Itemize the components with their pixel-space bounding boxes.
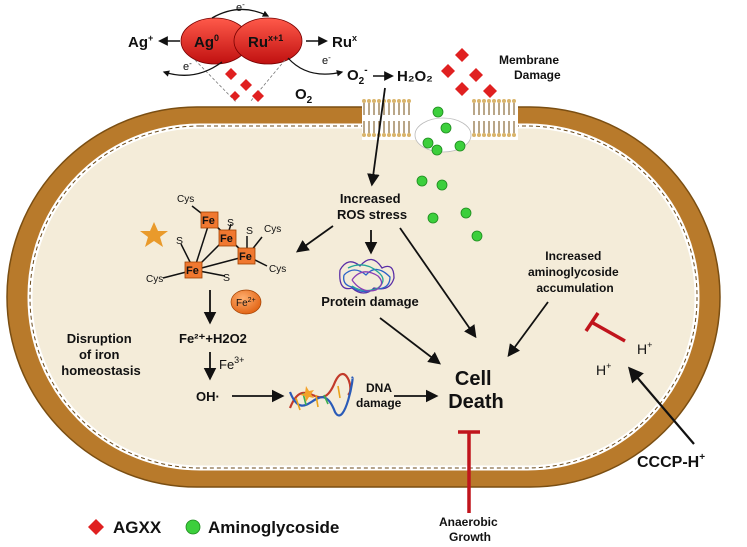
agxx-particle-icon — [230, 91, 240, 101]
arrow-h2o2-to-ros — [367, 87, 386, 187]
agxx-particle-icon — [455, 48, 469, 62]
fe-atom-icon — [237, 247, 256, 265]
s-label: S — [227, 217, 234, 229]
legend-agxx-label: AGXX — [113, 518, 162, 537]
cccp-label: CCCP-H+ — [637, 452, 705, 471]
agxx-particle-icon — [455, 82, 469, 96]
svg-text:Cys Cys Cys: Cys Cys Cys Cys — [146, 194, 289, 285]
fe-label: Fe — [220, 233, 233, 245]
arrow-cccp-to-cell — [628, 366, 695, 445]
o2-label: O2 — [295, 86, 313, 106]
aminoglycoside-icon — [427, 212, 439, 224]
cys-label: Cys — [264, 224, 281, 235]
fe2-badge — [230, 289, 262, 315]
agxx-particle-icon — [441, 64, 455, 78]
aminoglycoside-dots — [416, 106, 483, 242]
fe-label: Fe — [202, 215, 215, 227]
s-label: S — [223, 272, 230, 284]
aminoglycoside-legend-icon — [185, 519, 201, 535]
aminoglycoside-icon — [432, 106, 444, 118]
membrane-damage-label: Membrane Damage — [499, 53, 562, 82]
fe-atom-icon — [218, 229, 237, 247]
fe-label: Fe — [186, 265, 199, 277]
oh-radical-label: OH· — [196, 389, 220, 404]
agxx-particle-icon — [225, 68, 237, 80]
aminoglycoside-accumulation-label: Increased aminoglycoside accumulation — [528, 249, 622, 295]
aminoglycoside-icon — [471, 230, 483, 242]
ru-ox-label: Rux+1 — [248, 33, 283, 51]
proton-label-1: H+ — [637, 340, 652, 357]
aminoglycoside-icon — [436, 179, 448, 191]
aminoglycoside-icon — [416, 175, 428, 187]
pmf-inhibition-icon — [584, 312, 626, 343]
electron-left-label: e- — [183, 59, 192, 73]
fe-label: Fe — [239, 251, 252, 263]
aminoglycoside-icon — [460, 207, 472, 219]
ag-ion-label: Ag+ — [128, 33, 153, 51]
electron-arc-left — [162, 61, 223, 77]
electron-arc-right — [287, 57, 344, 77]
svg-text:Fe Fe Fe Fe: Fe Fe Fe Fe — [186, 215, 255, 277]
ros-stress-label: Increased ROS stress — [337, 191, 407, 222]
s-label: S — [176, 235, 183, 247]
agxx-particle-icon — [252, 90, 264, 102]
ru-particle — [233, 17, 303, 65]
legend-aminoglycoside-label: Aminoglycoside — [208, 518, 339, 537]
membrane-damage-agxx: Membrane Damage — [441, 48, 562, 98]
agxx-particle-icon — [469, 68, 483, 82]
ru-red-label: Rux — [332, 33, 357, 51]
cys-label: Cys — [177, 194, 194, 205]
ag0-label: Ag0 — [194, 33, 219, 51]
aminoglycoside-icon — [431, 144, 443, 156]
arrow-accum-to-death — [507, 301, 549, 358]
aminoglycoside-icon — [422, 137, 434, 149]
star-icon — [140, 222, 168, 247]
cell-death-label: Cell Death — [448, 368, 504, 413]
cys-label: Cys — [269, 264, 286, 275]
cys-label: Cys — [146, 274, 163, 285]
electron-top-label: e- — [236, 0, 245, 14]
dna-damage-label: DNA damage — [356, 381, 402, 410]
arrow-ros-to-cluster — [295, 225, 334, 253]
dna-helix-icon — [288, 373, 354, 417]
aminoglycoside-icon — [454, 140, 466, 152]
fe-atom-icon — [184, 261, 203, 279]
fe-s-cluster: Fe Fe Fe Fe S S S S Cys Cys Cys Cys Fe2+ — [140, 194, 289, 315]
aminoglycoside-icon — [440, 122, 452, 134]
agxx-legend-icon — [88, 519, 104, 535]
superoxide-label: O2- — [347, 65, 368, 87]
protein-tangle-icon — [339, 258, 395, 294]
fe3-label: Fe3+ — [219, 355, 244, 372]
electron-right-label: e- — [322, 53, 331, 67]
arrow-ros-to-death — [399, 227, 477, 339]
anaerobic-inhibition-icon — [458, 430, 480, 513]
fe-atom-icon — [200, 211, 219, 229]
svg-text:S S S S: S S S S — [176, 217, 256, 284]
arrow-protein-to-death — [379, 317, 442, 365]
h2o2-label: H₂O₂ — [397, 68, 433, 85]
proton-label-2: H+ — [596, 361, 611, 378]
dna-break-icon — [300, 386, 314, 402]
bacterial-cell — [6, 106, 721, 488]
fe2-badge-label: Fe2+ — [236, 297, 256, 309]
agxx-particle-icon — [240, 79, 252, 91]
electron-arc-top — [211, 8, 270, 19]
protein-damage-label: Protein damage — [321, 294, 419, 309]
anaerobic-growth-label: Anaerobic Growth — [439, 515, 501, 544]
agxx-catalyst: Ag0 Rux+1 e- e- e- Ag+ Rux O2 O2- H₂O₂ — [128, 0, 433, 106]
agxx-particle-icon — [483, 84, 497, 98]
legend: AGXX Aminoglycoside — [88, 518, 339, 537]
iron-disruption-label: Disruption of iron homeostasis — [61, 331, 140, 378]
s-label: S — [246, 225, 253, 237]
fenton-reaction-label: Fe²⁺+H2O2 — [179, 331, 247, 346]
